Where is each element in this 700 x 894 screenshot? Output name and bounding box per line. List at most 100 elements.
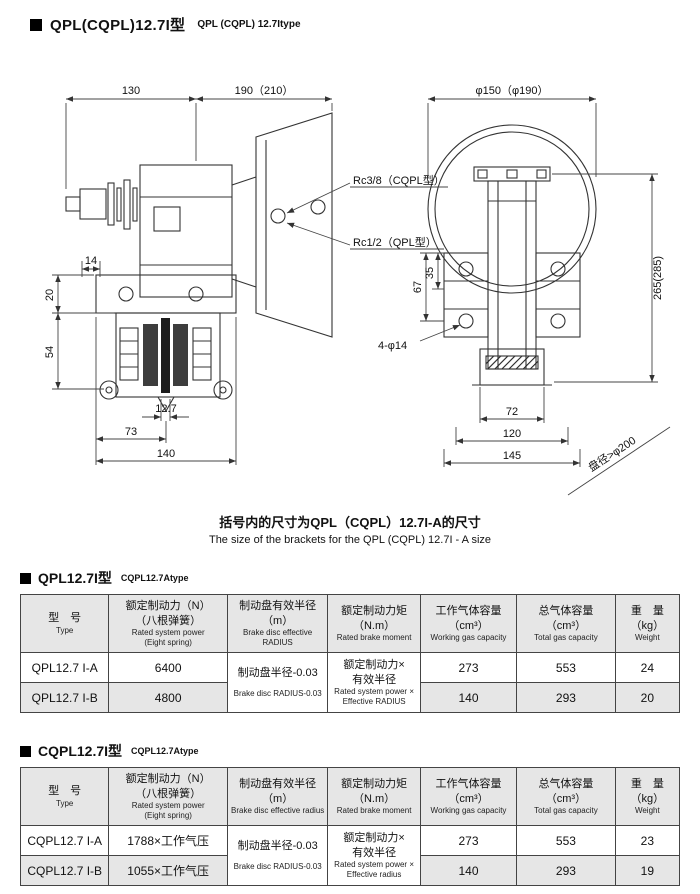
dim-130-label: 130: [122, 85, 140, 97]
header-work-cn1: 工作气体容量: [435, 778, 502, 791]
cell-power: 4800: [108, 682, 228, 713]
section-qpl-table: QPL12.7I型 CQPL12.7Atype 型 号 Type 额定制动力（N…: [19, 568, 681, 713]
moment-value-en1: Rated system power ×: [334, 859, 414, 869]
section-bullet-icon: [20, 572, 31, 584]
table-row-b: QPL12.7 I-B 4800 140 293 20: [19, 682, 681, 713]
dimension-lines: [52, 96, 671, 496]
header-moment-cn1: 额定制动力矩: [341, 778, 408, 791]
header-power-en1: Rated system power: [131, 800, 205, 810]
header-moment-en: Rated brake moment: [336, 805, 412, 815]
header-total-en: Total gas capacity: [534, 805, 598, 815]
header-work-en: Working gas capacity: [430, 632, 507, 642]
cell-total-gas: 553: [516, 652, 616, 683]
dim-73-label: 73: [125, 426, 137, 438]
drawing-caption: 括号内的尺寸为QPL（CQPL）12.7I-A的尺寸 The size of t…: [0, 512, 700, 546]
cqpl-spec-table: 型 号 Type 额定制动力（N） （八根弹簧） Rated system po…: [19, 767, 681, 886]
cell-type: CQPL12.7 I-B: [19, 855, 110, 886]
header-power-en2: (Eight spring): [144, 810, 192, 820]
header-radius-cn2: （m）: [262, 614, 294, 627]
technical-drawing: 130 190（210） Rc3/8（CQPL型） Rc1/2（QPL型） 14…: [44, 84, 671, 496]
header-weight-cn1: 重 量: [630, 778, 664, 791]
header-radius-cn2: （m）: [262, 792, 294, 805]
col-header-working-gas: 工作气体容量 （cm³） Working gas capacity: [419, 594, 518, 653]
cell-total-gas: 293: [516, 682, 616, 713]
right-view-outline: [427, 124, 597, 386]
dim-67-label: 67: [412, 281, 424, 293]
cell-weight: 24: [614, 652, 681, 683]
page-title: QPL(CQPL)12.7I型: [50, 17, 186, 34]
dim-140-label: 140: [157, 448, 175, 460]
header-power-en1: Rated system power: [131, 627, 205, 637]
dim-20-label: 20: [44, 289, 56, 301]
cell-weight: 23: [614, 825, 681, 856]
cell-weight: 20: [614, 682, 681, 713]
dim-12-7-label: 12.7: [155, 403, 176, 415]
radius-value-cn: 制动盘半径-0.03: [237, 839, 318, 852]
cell-power: 6400: [108, 652, 228, 683]
col-header-weight: 重 量 （kg） Weight: [614, 767, 681, 826]
header-moment-en: Rated brake moment: [336, 632, 412, 642]
dim-14-label: 14: [85, 255, 97, 267]
header-total-cn2: （cm³）: [545, 619, 587, 632]
header-work-cn2: （cm³）: [448, 619, 489, 632]
header-power-cn1: 额定制动力（N）: [125, 773, 211, 786]
table-header-row: 型 号 Type 额定制动力（N） （八根弹簧） Rated system po…: [19, 767, 681, 826]
cell-working-gas: 273: [419, 652, 518, 683]
col-header-power: 额定制动力（N） （八根弹簧） Rated system power (Eigh…: [108, 594, 228, 653]
cell-power: 1055×工作气压: [108, 855, 228, 886]
col-header-working-gas: 工作气体容量 （cm³） Working gas capacity: [419, 767, 518, 826]
header-type-en: Type: [56, 798, 74, 808]
dim-190-label: 190（210）: [235, 84, 294, 97]
header-total-cn1: 总气体容量: [538, 605, 594, 618]
col-header-power: 额定制动力（N） （八根弹簧） Rated system power (Eigh…: [108, 767, 228, 826]
moment-value-en2: Effective radius: [346, 869, 402, 879]
col-header-moment: 额定制动力矩 （N.m） Rated brake moment: [327, 594, 421, 653]
header-type-cn: 型 号: [48, 785, 82, 798]
table-row-b: CQPL12.7 I-B 1055×工作气压 140 293 19: [19, 855, 681, 886]
dim-72-label: 72: [506, 406, 518, 418]
qpl-spec-table: 型 号 Type 额定制动力（N） （八根弹簧） Rated system po…: [19, 594, 681, 713]
header-work-cn2: （cm³）: [448, 792, 489, 805]
cell-total-gas: 553: [516, 825, 616, 856]
header-radius-en: Brake disc effective RADIUS: [243, 627, 313, 647]
col-header-radius: 制动盘有效半径 （m） Brake disc effective RADIUS: [226, 594, 329, 653]
cell-working-gas: 273: [419, 825, 518, 856]
section-bullet-icon: [30, 18, 42, 31]
header-type-cn: 型 号: [48, 612, 82, 625]
dim-54-label: 54: [44, 346, 56, 358]
section-cqpl-table: CQPL12.7I型 CQPL12.7Atype 型 号 Type 额定制动力（…: [19, 741, 681, 886]
header-power-cn1: 额定制动力（N）: [125, 600, 211, 613]
moment-value-cn2: 有效半径: [352, 673, 397, 686]
header-weight-cn2: （kg）: [630, 619, 665, 632]
cell-moment-merged: 额定制动力× 有效半径 Rated system power × Effecti…: [327, 652, 421, 713]
moment-value-en2: Effective RADIUS: [342, 696, 406, 706]
col-header-total-gas: 总气体容量 （cm³） Total gas capacity: [516, 767, 616, 826]
label-rc12-port: Rc1/2（QPL型）: [353, 235, 437, 249]
col-header-type: 型 号 Type: [19, 767, 110, 826]
cell-moment-merged: 额定制动力× 有效半径 Rated system power × Effecti…: [327, 825, 421, 886]
drawing-caption-cn: 括号内的尺寸为QPL（CQPL）12.7I-A的尺寸: [219, 515, 481, 530]
radius-value-cn: 制动盘半径-0.03: [237, 666, 318, 679]
radius-value-en: Brake disc RADIUS-0.03: [233, 862, 322, 872]
label-rc38-port: Rc3/8（CQPL型）: [353, 173, 445, 187]
brake-disc-and-pads: [143, 318, 188, 393]
header-type-en: Type: [56, 625, 74, 635]
cell-power: 1788×工作气压: [108, 825, 228, 856]
header-radius-en: Brake disc effective radius: [231, 805, 325, 815]
header-power-cn2: （八根弹簧）: [135, 787, 202, 800]
header-total-cn1: 总气体容量: [538, 778, 594, 791]
col-header-total-gas: 总气体容量 （cm³） Total gas capacity: [516, 594, 616, 653]
header-weight-en: Weight: [634, 805, 660, 815]
header-power-en2: (Eight spring): [144, 637, 192, 647]
section-header-qpl: QPL12.7I型 CQPL12.7Atype: [20, 568, 680, 588]
col-header-radius: 制动盘有效半径 （m） Brake disc effective radius: [226, 767, 329, 826]
header-work-en: Working gas capacity: [430, 805, 507, 815]
header-radius-cn1: 制动盘有效半径: [239, 600, 317, 613]
section-bullet-icon: [20, 745, 31, 757]
drawing-caption-en: The size of the brackets for the QPL (CQ…: [208, 534, 492, 546]
technical-drawing-area: 130 190（210） Rc3/8（CQPL型） Rc1/2（QPL型） 14…: [20, 37, 680, 504]
table-header-row: 型 号 Type 额定制动力（N） （八根弹簧） Rated system po…: [19, 594, 681, 653]
col-header-type: 型 号 Type: [19, 594, 110, 653]
col-header-weight: 重 量 （kg） Weight: [614, 594, 681, 653]
header-weight-en: Weight: [634, 632, 660, 642]
